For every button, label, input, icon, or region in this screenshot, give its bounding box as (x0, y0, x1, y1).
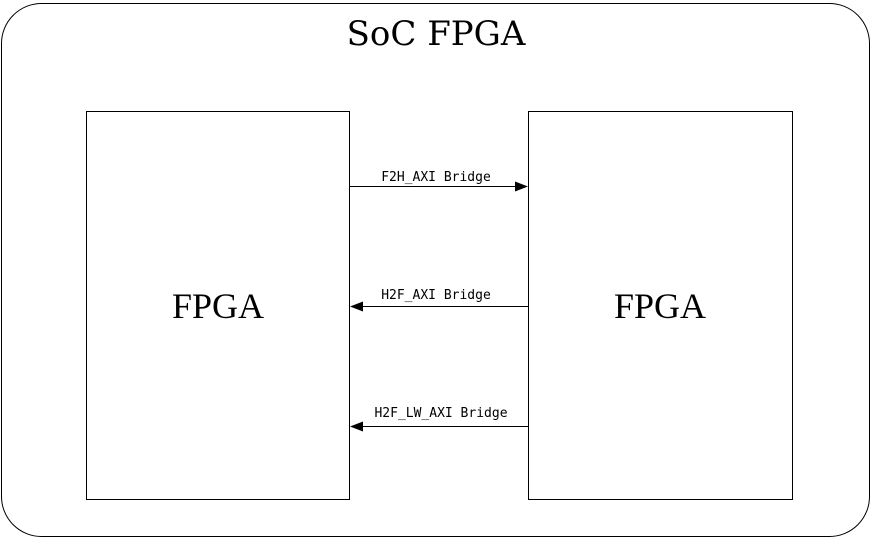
soc-fpga-container (1, 3, 870, 537)
h2f-lw-axi-bridge-label: H2F_LW_AXI Bridge (374, 406, 507, 421)
arrow-left-icon (350, 421, 363, 432)
h2f-axi-bridge: H2F_AXI Bridge (350, 288, 528, 312)
f2h-axi-bridge-label: F2H_AXI Bridge (381, 170, 491, 185)
left-fpga-block (86, 111, 350, 500)
right-fpga-block (528, 111, 793, 500)
left-fpga-label: FPGA (172, 286, 264, 326)
f2h-axi-bridge: F2H_AXI Bridge (350, 170, 528, 192)
h2f-axi-bridge-label: H2F_AXI Bridge (381, 288, 491, 303)
h2f-lw-axi-bridge: H2F_LW_AXI Bridge (350, 406, 528, 432)
arrow-left-icon (350, 301, 363, 312)
diagram-title: SoC FPGA (347, 14, 526, 54)
right-fpga-label: FPGA (614, 286, 706, 326)
arrow-right-icon (515, 181, 528, 192)
